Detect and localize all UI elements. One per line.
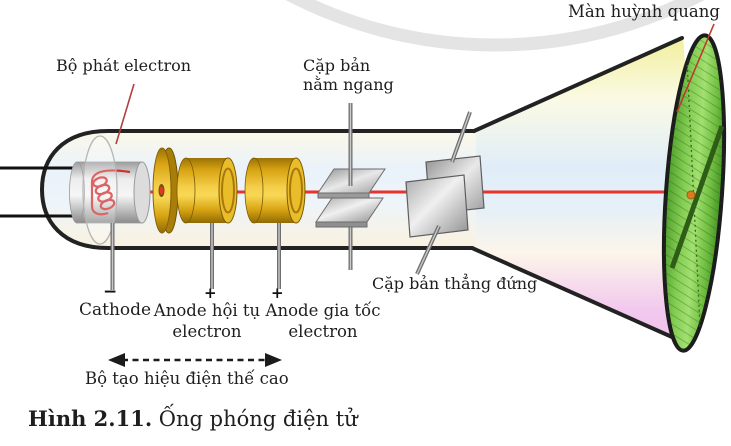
- heater-filament-coil: [90, 169, 131, 216]
- label-accel-anode-line1: Anode gia tốc: [265, 301, 381, 320]
- label-vertical-plates: Cặp bản thẳng đứng: [372, 274, 538, 293]
- accel-anode-polarity-sign: +: [271, 284, 284, 302]
- emitter-leader-line: [115, 83, 135, 145]
- fluorescent-screen: [661, 33, 727, 353]
- label-hv-supply: Bộ tạo hiệu điện thế cao: [85, 369, 289, 388]
- label-cathode: Cathode: [79, 300, 152, 320]
- figure-caption-number: Hình 2.11.: [28, 406, 153, 431]
- vertical-plates-rods: [415, 111, 472, 275]
- horizontal-plates: [315, 168, 386, 228]
- cathode-assembly: [69, 135, 151, 245]
- beam-spot: [686, 190, 696, 200]
- label-electron-emitter: Bộ phát electron: [56, 56, 192, 75]
- accel-anode-cylinder: [244, 157, 306, 224]
- focus-anode-polarity-sign: +: [204, 284, 217, 302]
- label-horizontal-plates-line2: nằm ngang: [303, 75, 394, 94]
- electrode-wires: [110, 222, 353, 290]
- label-accel-anode: Anode gia tốc electron: [260, 300, 386, 342]
- grid-disc: [152, 147, 179, 234]
- emitter-glass-ellipse: [82, 135, 118, 245]
- vertical-plates: [405, 155, 485, 238]
- label-accel-anode-line2: electron: [288, 322, 358, 341]
- label-horizontal-plates-line1: Cặp bản: [303, 56, 371, 75]
- label-fluorescent-screen: Màn huỳnh quang: [568, 2, 720, 21]
- tube-outline: [40, 36, 692, 347]
- label-focus-anode-line2: electron: [172, 322, 242, 341]
- background-arc: [285, 0, 705, 52]
- figure-caption-title: Ống phóng điện tử: [152, 407, 358, 431]
- cathode-polarity-sign: −: [103, 282, 118, 302]
- screen-leader-line: [676, 23, 715, 113]
- focus-anode-cylinder: [176, 157, 238, 224]
- hv-span-arrow: [108, 353, 282, 367]
- figure-caption: Hình 2.11. Ống phóng điện tử: [28, 406, 358, 431]
- label-focus-anode: Anode hội tụ electron: [148, 300, 266, 342]
- label-focus-anode-line1: Anode hội tụ: [153, 301, 261, 320]
- label-horizontal-plates: Cặp bản nằm ngang: [303, 56, 394, 94]
